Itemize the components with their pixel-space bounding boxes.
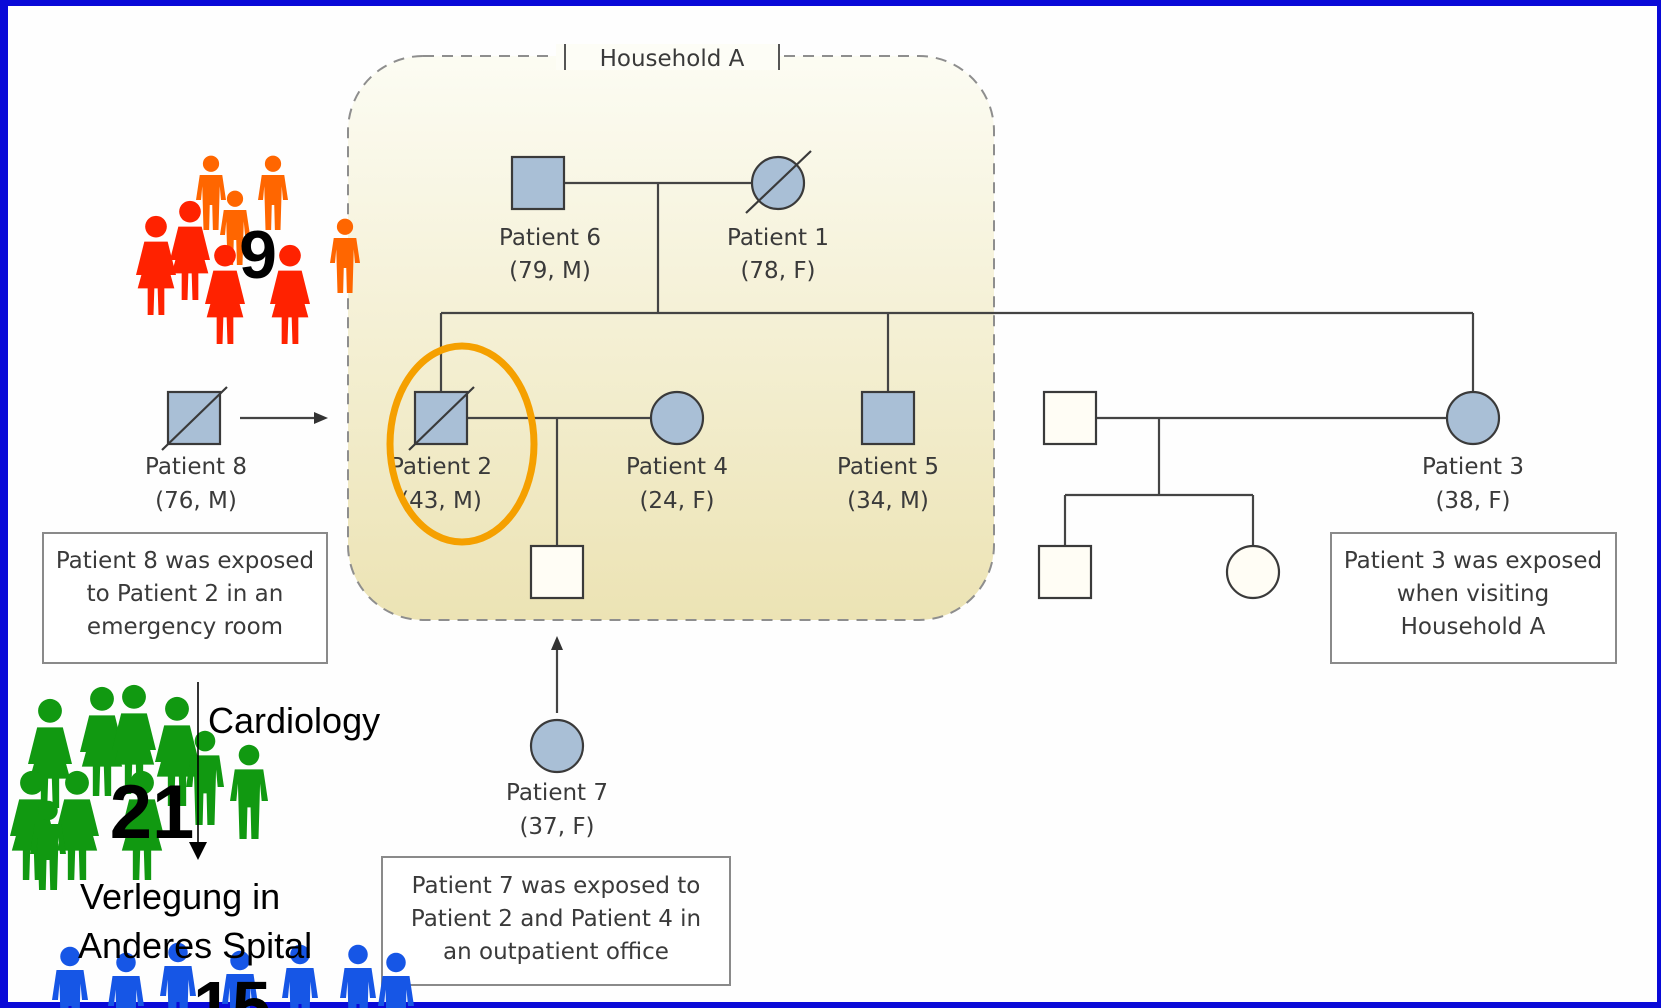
patient-8-detail: (76, M) [155,488,237,514]
patient-4-name: Patient 4 [626,454,728,480]
female-affected-symbol [1445,390,1501,446]
female-affected-symbol [529,718,585,774]
note-line: Patient 3 was exposed [1344,548,1602,574]
patient-6-detail: (79, M) [509,258,591,284]
orange-count: 9 [239,217,277,293]
note-line: Patient 8 was exposed [56,548,314,574]
male-unaffected-symbol [1042,390,1098,446]
highlight-ring [386,342,538,546]
blue-count: 15 [193,967,271,1008]
female-unaffected-symbol [1225,544,1281,600]
male-affected-symbol [510,155,566,211]
cardiology-label: Cardiology [208,700,380,741]
pedigree-lines [240,181,1475,713]
note-line: Household A [1401,614,1546,640]
arrow-p8-to-p2 [314,412,328,424]
patient-7-name: Patient 7 [506,780,608,806]
note-line: an outpatient office [443,939,669,965]
patient-3-name: Patient 3 [1422,454,1524,480]
female-affected-symbol [649,390,705,446]
male-unaffected-symbol [1037,544,1093,600]
patient-2-name: Patient 2 [390,454,492,480]
note-line: when visiting [1397,581,1549,607]
patient-4-detail: (24, F) [639,488,714,514]
transfer-arrowhead [189,842,207,860]
transfer-line-1: Verlegung in [80,876,280,917]
patient-5-detail: (34, M) [847,488,929,514]
patient-1-name: Patient 1 [727,225,829,251]
patient-8-name: Patient 8 [145,454,247,480]
note-line: Patient 7 was exposed to [412,873,701,899]
patient-6-name: Patient 6 [499,225,601,251]
male-unaffected-symbol [529,544,585,600]
transfer-line-2: Anderes Spital [78,925,312,966]
patient-3-detail: (38, F) [1435,488,1510,514]
patient-5-name: Patient 5 [837,454,939,480]
patient-2-detail: (43, M) [400,488,482,514]
note-patient-7: Patient 7 was exposed to Patient 2 and P… [381,856,731,986]
note-line: Patient 2 and Patient 4 in [411,906,701,932]
green-count: 21 [110,770,195,855]
patient-1-detail: (78, F) [740,258,815,284]
arrow-p7-to-household [551,636,563,650]
household-a-box: Household A [347,44,995,621]
household-label: Household A [600,46,745,72]
note-patient-8: Patient 8 was exposed to Patient 2 in an… [42,532,328,664]
patient-7-detail: (37, F) [519,814,594,840]
deceased-slash [161,386,228,451]
deceased-slash [408,386,475,451]
note-line: emergency room [87,614,283,640]
note-patient-3: Patient 3 was exposed when visiting Hous… [1330,532,1617,664]
note-line: to Patient 2 in an [87,581,284,607]
deceased-slash [745,150,812,214]
male-affected-symbol [860,390,916,446]
